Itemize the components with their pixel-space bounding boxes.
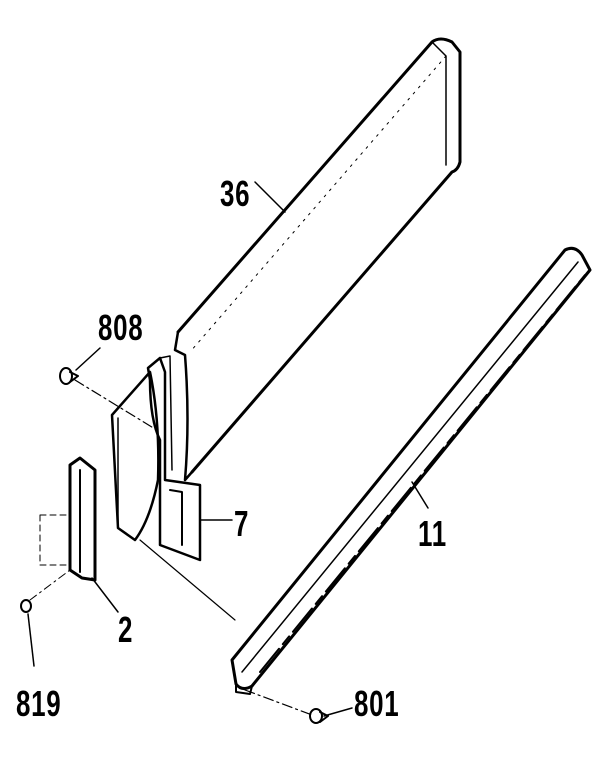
screw-801-icon [309,708,329,724]
leader-819 [27,613,35,667]
leader-36 [254,181,286,213]
screw-808-icon [59,367,79,385]
part-label-2: 2 [118,609,134,650]
part-label-808: 808 [98,307,144,348]
part-label-11: 11 [418,513,447,554]
part-label-36: 36 [220,173,251,214]
leader-2 [91,577,119,613]
screw-819-icon [20,599,32,613]
part-label-819: 819 [16,683,62,724]
plate-part [110,370,160,542]
rail-part [230,246,592,695]
bracket-part [146,355,202,562]
leader-801 [323,707,353,717]
part-label-7: 7 [234,503,250,544]
leader-11 [411,481,429,509]
end-cap-part [68,456,97,582]
part-label-801: 801 [354,683,400,724]
leader-808 [75,347,101,371]
panel-part [173,37,462,482]
